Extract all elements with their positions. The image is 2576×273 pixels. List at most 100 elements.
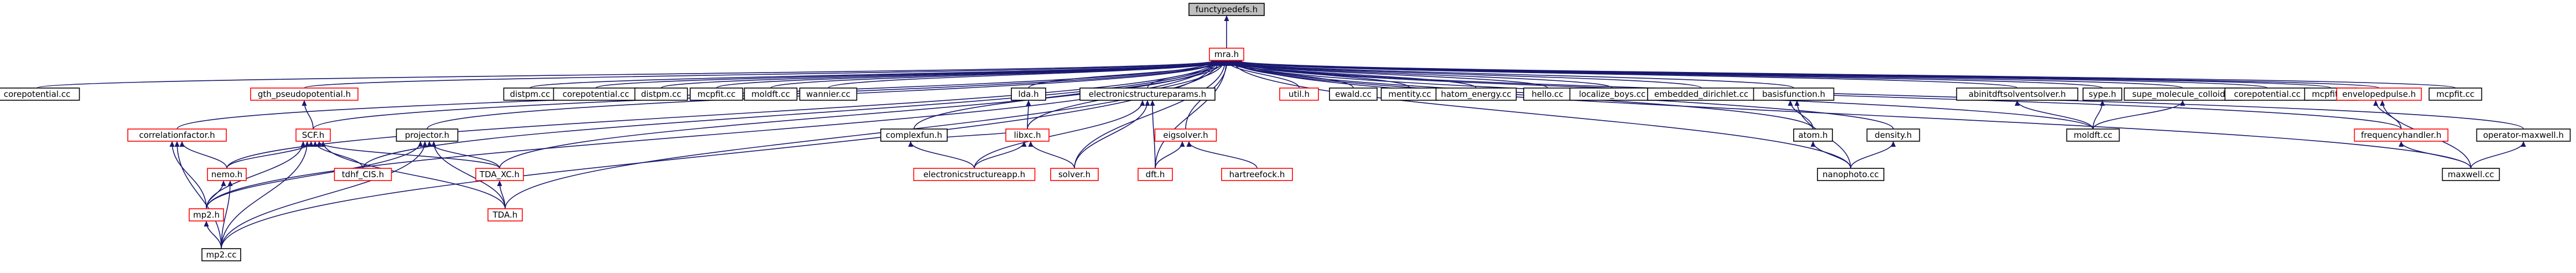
node-mp2cc[interactable]: mp2.cc bbox=[201, 248, 241, 261]
node-label: hatom_energy.cc bbox=[1441, 89, 1511, 100]
node-scf[interactable]: SCF.h bbox=[295, 128, 331, 142]
node-libxc[interactable]: libxc.h bbox=[1005, 128, 1050, 142]
edge-opmaxwell-to-mra bbox=[1242, 61, 2524, 130]
edge-scf-to-gth bbox=[304, 101, 314, 130]
edge-basisfunction-to-mra bbox=[1232, 61, 1794, 89]
node-wannier[interactable]: wannier.cc bbox=[799, 87, 858, 101]
node-label: distpm.cc bbox=[641, 89, 682, 99]
node-projector[interactable]: projector.h bbox=[396, 128, 459, 142]
node-ecp[interactable]: electronicstructureparams.h bbox=[1079, 87, 1216, 101]
node-box bbox=[475, 168, 524, 181]
node-moldft2[interactable]: moldft.cc bbox=[2066, 128, 2120, 142]
node-label: embedded_dirichlet.cc bbox=[1654, 89, 1748, 100]
node-corepotential1[interactable]: corepotential.cc bbox=[0, 87, 80, 101]
node-hatom[interactable]: hatom_energy.cc bbox=[1435, 87, 1517, 101]
node-correlation[interactable]: correlationfactor.h bbox=[127, 128, 227, 142]
node-nanophoto[interactable]: nanophoto.cc bbox=[1817, 168, 1884, 181]
node-label: mra.h bbox=[1214, 49, 1239, 59]
node-box bbox=[1209, 48, 1244, 61]
node-box bbox=[2442, 168, 2500, 181]
node-mcpfit1[interactable]: mcpfit.cc bbox=[689, 87, 744, 101]
node-box bbox=[1079, 87, 1216, 101]
node-label: frequencyhandler.h bbox=[2361, 130, 2441, 140]
edge-freqhandler-to-envelopedpulse bbox=[2376, 101, 2402, 130]
node-tdhf[interactable]: tdhf_CIS.h bbox=[334, 168, 392, 181]
node-label: wannier.cc bbox=[806, 89, 850, 99]
node-supemol[interactable]: supe_molecule_colloid.h bbox=[2123, 87, 2242, 101]
node-basisfunction[interactable]: basisfunction.h bbox=[1753, 87, 1835, 101]
node-box bbox=[1329, 87, 1378, 101]
node-tda[interactable]: TDA.h bbox=[487, 208, 523, 222]
edge-mp2h-to-projector bbox=[206, 142, 420, 209]
node-sypeh[interactable]: sype.h bbox=[2082, 87, 2122, 101]
node-hartreefock[interactable]: hartreefock.h bbox=[1221, 168, 1293, 181]
node-eigsolver[interactable]: eigsolver.h bbox=[1154, 128, 1217, 142]
node-label: mcpfit.cc bbox=[2437, 89, 2475, 99]
node-distpm1[interactable]: distpm.cc bbox=[503, 87, 557, 101]
node-opmaxwell[interactable]: operator-maxwell.h bbox=[2476, 128, 2571, 142]
node-label: gth_pseudopotential.h bbox=[258, 89, 351, 100]
node-distpm2[interactable]: distpm.cc bbox=[634, 87, 688, 101]
edge-maxwell-to-freqhandler bbox=[2401, 142, 2471, 169]
node-box bbox=[1956, 87, 2079, 101]
node-box bbox=[1138, 168, 1173, 181]
node-label: electronicstructureparams.h bbox=[1089, 89, 1207, 99]
node-label: localize_boys.cc bbox=[1579, 89, 1645, 100]
node-moldft1[interactable]: moldft.cc bbox=[744, 87, 798, 101]
node-atom[interactable]: atom.h bbox=[1793, 128, 1833, 142]
node-box bbox=[689, 87, 744, 101]
node-lda[interactable]: lda.h bbox=[1011, 87, 1046, 101]
node-functypedefs[interactable]: functypedefs.h bbox=[1188, 3, 1265, 16]
node-box bbox=[334, 168, 392, 181]
edge-solver-to-mra bbox=[1074, 61, 1225, 169]
node-box bbox=[250, 87, 359, 101]
node-solver[interactable]: solver.h bbox=[1050, 168, 1099, 181]
edge-maxwell-to-opmaxwell bbox=[2470, 142, 2523, 169]
node-localize[interactable]: localize_boys.cc bbox=[1569, 87, 1655, 101]
node-ewald[interactable]: ewald.cc bbox=[1329, 87, 1378, 101]
node-mra[interactable]: mra.h bbox=[1209, 48, 1244, 61]
node-label: distpm.cc bbox=[510, 89, 550, 99]
node-label: mcpfit.cc bbox=[698, 89, 736, 99]
node-mentity[interactable]: mentity.cc bbox=[1380, 87, 1439, 101]
node-box bbox=[2336, 87, 2422, 101]
node-box bbox=[913, 168, 1036, 181]
node-layer: functypedefs.h mra.h corepotential.cc gth_p… bbox=[0, 3, 2571, 261]
node-label: util.h bbox=[1289, 89, 1310, 99]
node-corepotential3[interactable]: corepotential.cc bbox=[2224, 87, 2310, 101]
node-util[interactable]: util.h bbox=[1279, 87, 1319, 101]
node-corepotential2[interactable]: corepotential.cc bbox=[553, 87, 639, 101]
node-abinitdft[interactable]: abinitdftsolventsolver.h bbox=[1956, 87, 2079, 101]
node-dft[interactable]: dft.h bbox=[1138, 168, 1173, 181]
node-label: mp2.h bbox=[193, 210, 220, 220]
node-gth[interactable]: gth_pseudopotential.h bbox=[250, 87, 359, 101]
node-box bbox=[2082, 87, 2122, 101]
node-maxwell[interactable]: maxwell.cc bbox=[2442, 168, 2500, 181]
node-nemo[interactable]: nemo.h bbox=[207, 168, 247, 181]
edge-maxwell-to-mra bbox=[1241, 61, 2471, 169]
node-tdakc[interactable]: TDA_XC.h bbox=[475, 168, 524, 181]
node-embedded[interactable]: embedded_dirichlet.cc bbox=[1647, 87, 1756, 101]
node-envelopedpulse[interactable]: envelopedpulse.h bbox=[2336, 87, 2422, 101]
edge-embedded-to-mra bbox=[1232, 61, 1702, 89]
edge-mp2cc-to-correlation bbox=[177, 142, 222, 249]
node-label: mp2.cc bbox=[206, 250, 237, 260]
node-label: solver.h bbox=[1058, 169, 1090, 179]
edge-corepotential1-to-mra bbox=[37, 61, 1212, 89]
edge-supemol-to-mra bbox=[1237, 61, 2183, 89]
node-mp2h[interactable]: mp2.h bbox=[189, 208, 224, 222]
edge-dft-to-eigsolver bbox=[1155, 142, 1182, 169]
node-complexfun[interactable]: complexfun.h bbox=[880, 128, 948, 142]
node-label: sype.h bbox=[2089, 89, 2116, 99]
node-esapp[interactable]: electronicstructureapp.h bbox=[913, 168, 1036, 181]
node-density[interactable]: density.h bbox=[1866, 128, 1920, 142]
node-mcpfit3[interactable]: mcpfit.cc bbox=[2428, 87, 2482, 101]
node-box bbox=[1154, 128, 1217, 142]
edge-complexfun-to-mra bbox=[913, 61, 1223, 130]
node-box bbox=[744, 87, 798, 101]
node-freqhandler[interactable]: frequencyhandler.h bbox=[2354, 128, 2449, 142]
node-label: nanophoto.cc bbox=[1822, 169, 1879, 179]
node-box bbox=[189, 208, 224, 222]
node-label: TDA.h bbox=[492, 210, 518, 220]
node-hello[interactable]: hello.cc bbox=[1523, 87, 1572, 101]
